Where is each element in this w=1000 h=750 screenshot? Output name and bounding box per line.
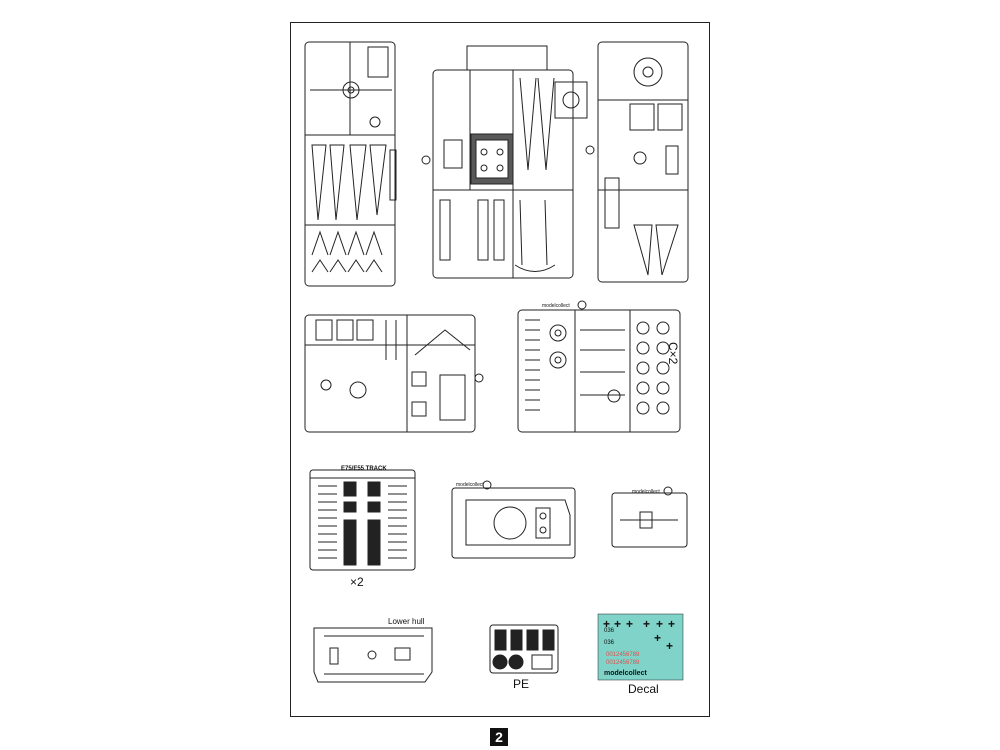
sprue-4	[304, 314, 484, 433]
svg-text:+: +	[656, 617, 663, 631]
svg-text:+: +	[603, 617, 610, 631]
svg-text:+: +	[614, 617, 621, 631]
decal-brand: modelcollect	[604, 670, 647, 677]
sprue-2	[421, 45, 588, 279]
svg-text:+: +	[626, 617, 633, 631]
sprue-c	[517, 300, 681, 433]
track-sprue	[309, 469, 416, 571]
page-number: 2	[490, 728, 508, 746]
track-header: E75/E55 TRACK	[341, 466, 387, 472]
small-sprue	[611, 486, 688, 548]
parts-diagram-frame	[290, 22, 710, 717]
pe-fret	[489, 624, 559, 674]
svg-text:+: +	[654, 631, 661, 645]
decal-digit-row: 0012456789	[606, 660, 640, 666]
sprue-3	[585, 41, 689, 283]
sprue-brand-tag: modelcollect	[456, 482, 484, 488]
sprue-brand-tag: modelcollect	[632, 489, 660, 495]
lower-hull-label: Lower hull	[388, 617, 425, 626]
decal-code: 036	[604, 640, 615, 646]
svg-text:+: +	[668, 617, 675, 631]
lower-hull	[313, 627, 433, 683]
track-multiplier-label: ×2	[350, 575, 364, 589]
decal-digit-row: 0012456789	[606, 652, 640, 658]
svg-text:+: +	[666, 639, 673, 653]
decal-label: Decal	[628, 682, 659, 696]
svg-text:+: +	[643, 617, 650, 631]
pe-label: PE	[513, 677, 530, 691]
hull-top-sprue	[451, 480, 576, 559]
decal-sheet: +++ +++ ++	[597, 613, 684, 681]
sprue-brand-tag: modelcollect	[542, 303, 570, 309]
decal-code: 036	[604, 628, 615, 634]
sprue-1	[304, 41, 397, 287]
c-multiplier-label: C×2	[666, 342, 680, 365]
